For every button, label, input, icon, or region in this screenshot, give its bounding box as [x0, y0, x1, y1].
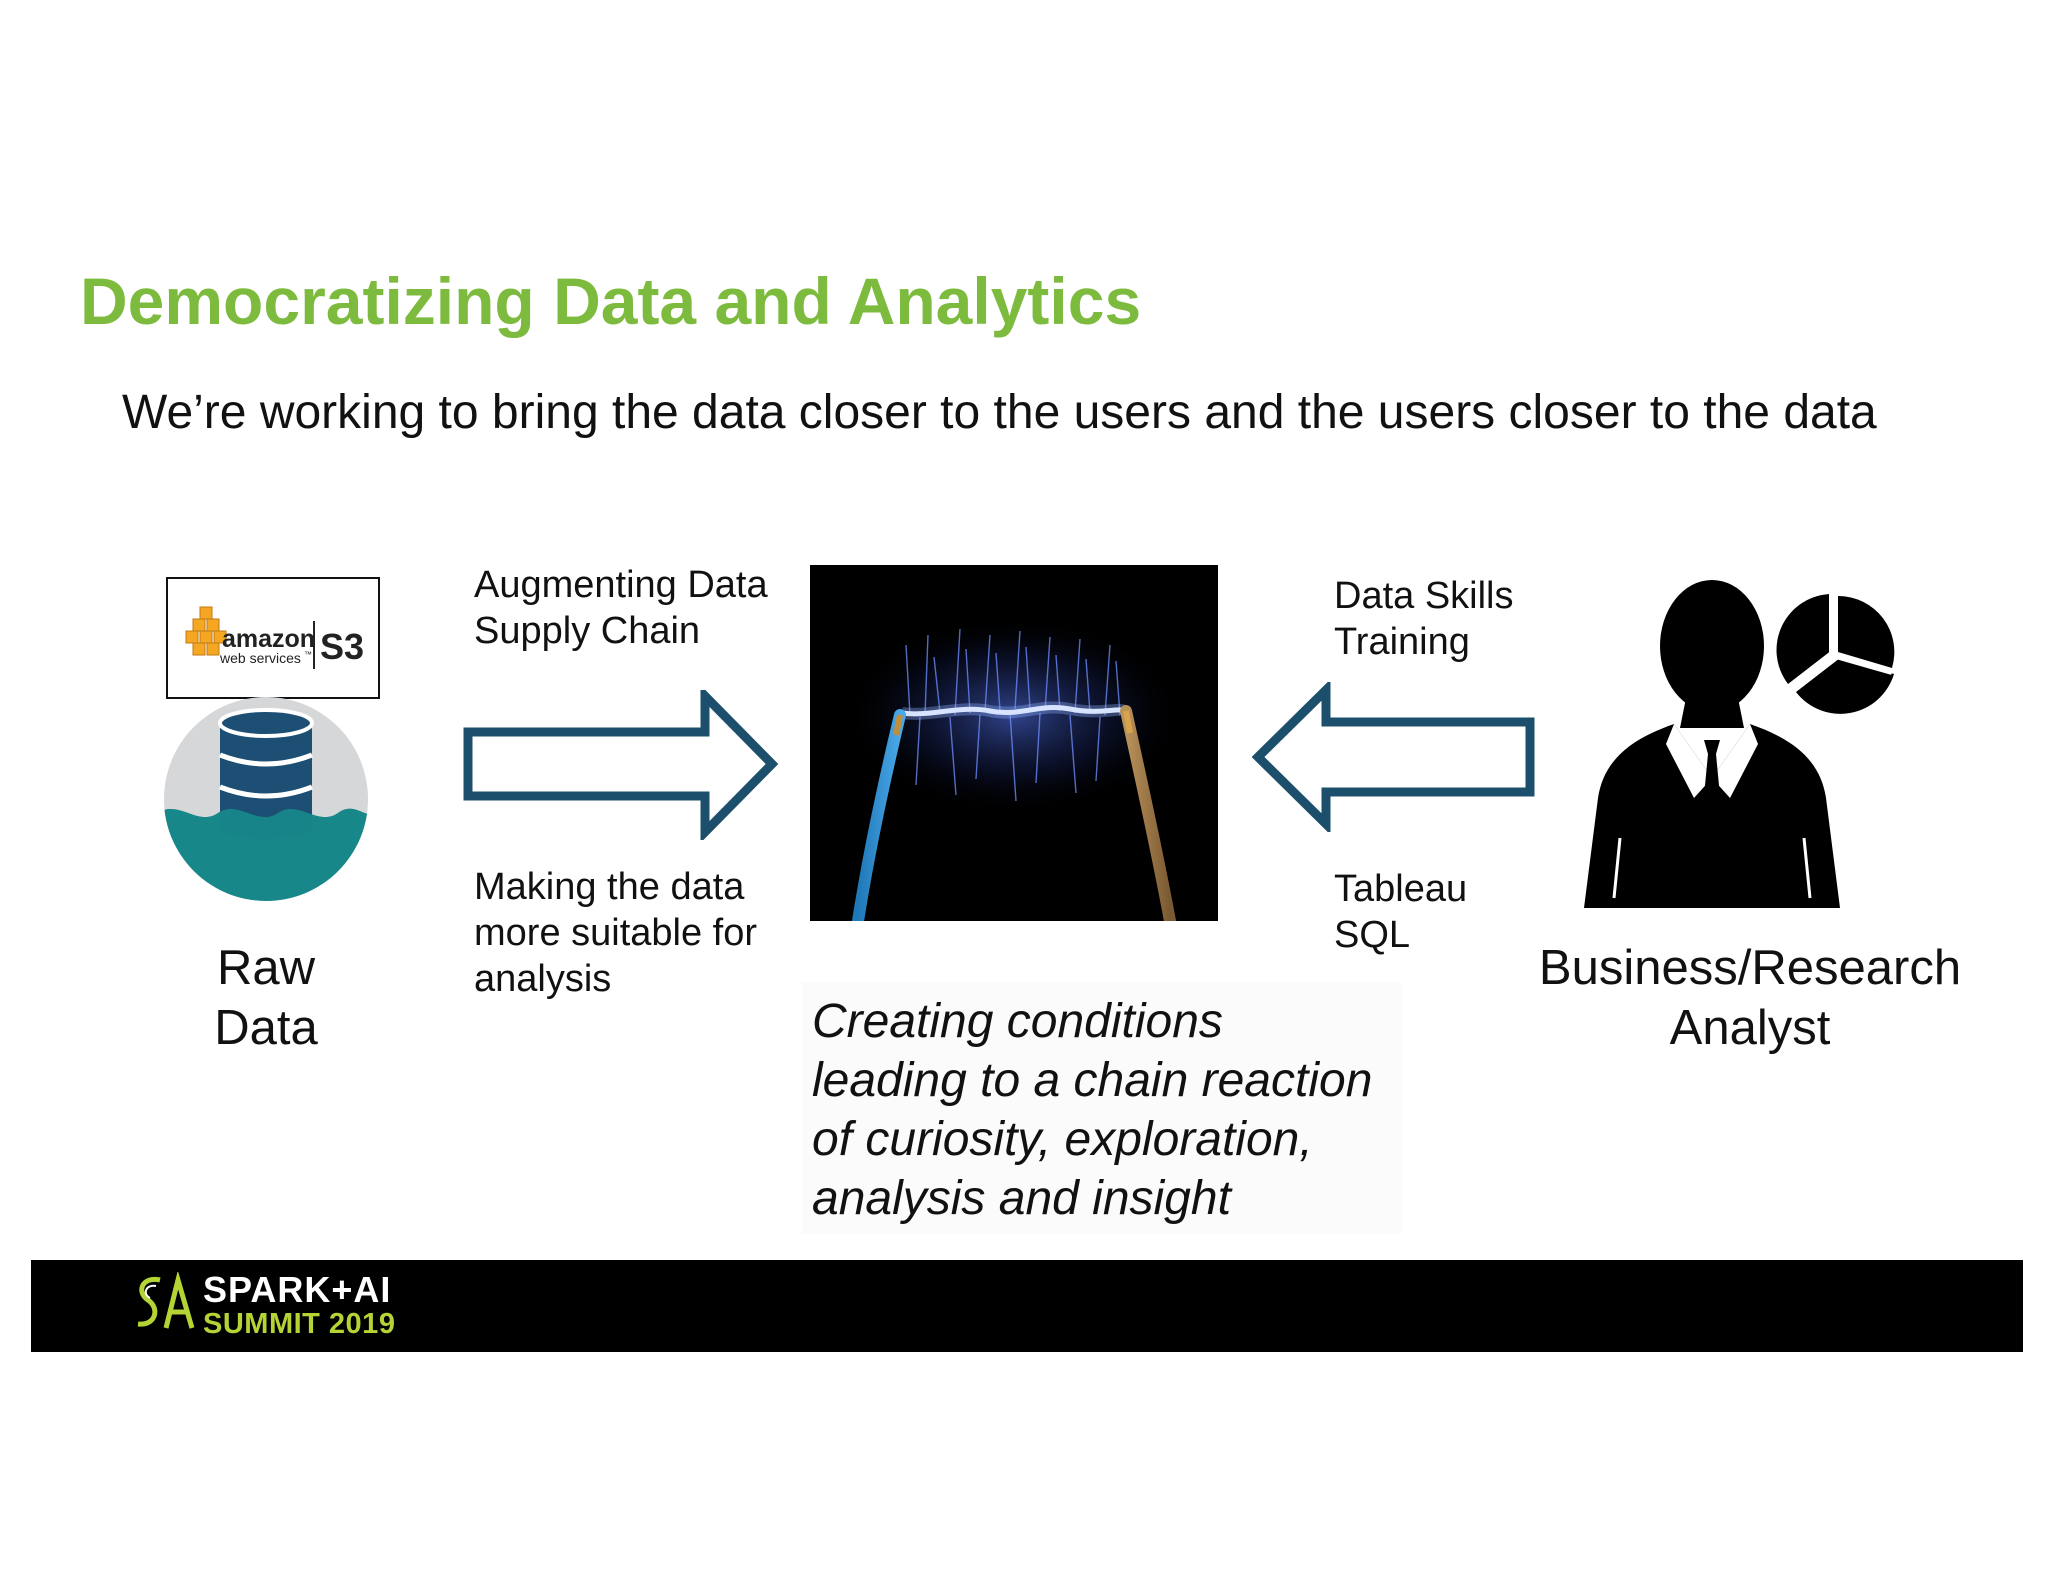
augmenting-label-line2: Supply Chain: [474, 610, 701, 652]
aws-tm-text: ™: [304, 650, 312, 659]
spark-ai-summit-logo-icon: [137, 1272, 195, 1329]
left-arrow-icon: [1252, 682, 1535, 832]
footer-logo-line1: SPARK+AI: [203, 1269, 392, 1310]
slide-subtitle: We’re working to bring the data closer t…: [122, 386, 1877, 439]
slide-title: Democratizing Data and Analytics: [80, 264, 1142, 338]
pie-chart-icon: [1776, 594, 1895, 714]
footer-bar: [31, 1260, 2023, 1352]
tools-label-line1: Tableau: [1334, 868, 1468, 910]
making-data-label: Making the data more suitable for analys…: [474, 864, 757, 1002]
quote-line4: analysis and insight: [812, 1172, 1231, 1225]
aws-webservices-text: web services: [219, 650, 301, 666]
quote-panel: [802, 982, 1402, 1234]
business-analyst-icon: [1584, 580, 1895, 908]
quote-text: Creating conditions leading to a chain r…: [812, 992, 1412, 1228]
data-skills-label: Data Skills Training: [1334, 573, 1514, 665]
aws-cubes-icon: amazon web services ™ S3: [185, 606, 364, 669]
s3-text: S3: [320, 626, 364, 667]
making-data-label-line2: more suitable for: [474, 912, 758, 954]
right-arrow-icon: [463, 690, 779, 840]
aws-amazon-text: amazon: [222, 625, 315, 653]
tools-label: Tableau SQL: [1334, 866, 1467, 958]
analyst-label-line1: Business/Research: [1538, 941, 1962, 995]
augmenting-label-line1: Augmenting Data: [474, 564, 768, 606]
data-lake-icon: [164, 697, 368, 901]
quote-line3: of curiosity, exploration,: [812, 1113, 1313, 1166]
analyst-label: Business/Research Analyst: [1520, 938, 1980, 1058]
data-skills-label-line2: Training: [1334, 621, 1470, 663]
aws-s3-logo: amazon web services ™ S3: [166, 577, 380, 699]
quote-line1: Creating conditions: [812, 995, 1223, 1048]
tools-label-line2: SQL: [1334, 914, 1411, 956]
raw-data-label-line2: Data: [214, 1001, 318, 1055]
making-data-label-line1: Making the data: [474, 866, 745, 908]
raw-data-label: Raw Data: [160, 938, 372, 1058]
analyst-label-line2: Analyst: [1669, 1001, 1831, 1055]
making-data-label-line3: analysis: [474, 958, 612, 1000]
quote-line2: leading to a chain reaction: [812, 1054, 1373, 1107]
augmenting-label: Augmenting Data Supply Chain: [474, 562, 768, 654]
data-skills-label-line1: Data Skills: [1334, 575, 1514, 617]
electric-spark-image: [810, 565, 1218, 921]
raw-data-label-line1: Raw: [216, 941, 316, 995]
footer-logo-line2: SUMMIT 2019: [203, 1308, 396, 1340]
